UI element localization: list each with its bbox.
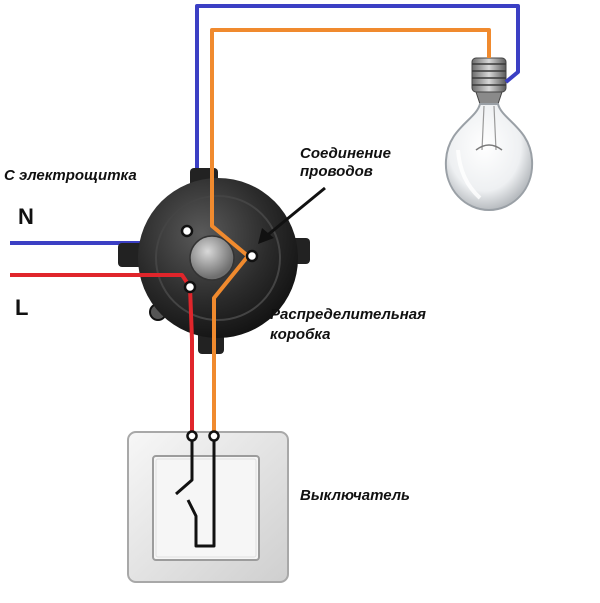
switched-wire bbox=[210, 28, 491, 434]
wire-connections bbox=[180, 224, 259, 294]
line-label: L bbox=[15, 295, 29, 320]
neutral-label: N bbox=[18, 204, 34, 229]
connection-label-line1: Соединение bbox=[300, 145, 391, 162]
source-label: С электрощитка bbox=[4, 167, 137, 184]
light-bulb-icon bbox=[444, 57, 534, 212]
junction-box-label-line1: Распределительная bbox=[270, 306, 426, 323]
switch-label: Выключатель bbox=[300, 487, 410, 504]
junction-box-label-line2: коробка bbox=[270, 326, 331, 343]
connection-label-line2: проводов bbox=[300, 163, 373, 180]
junction-box-icon bbox=[118, 168, 310, 354]
connection-pointer-arrow bbox=[258, 186, 326, 244]
light-switch-icon bbox=[127, 430, 289, 583]
